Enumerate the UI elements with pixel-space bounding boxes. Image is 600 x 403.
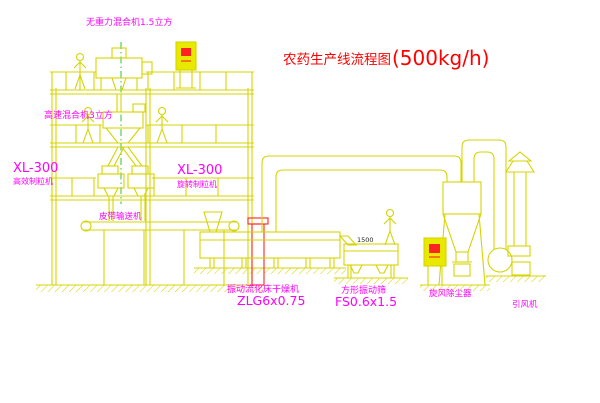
fluid-bed-dryer xyxy=(199,211,341,268)
label-sieve-name: 方形振动筛 xyxy=(341,284,386,296)
worker-figure xyxy=(383,208,397,246)
control-cabinet-right xyxy=(423,237,447,285)
label-gravity-mixer: 无重力混合机1.5立方 xyxy=(86,16,172,28)
label-high-speed-mixer: 高速混合机3立方 xyxy=(44,109,113,121)
label-belt-conveyor: 皮带输送机 xyxy=(99,211,142,222)
y-chute-left xyxy=(107,146,125,167)
gravity-mixer xyxy=(95,47,153,112)
dimension-sieve: 1500 xyxy=(357,236,374,244)
label-dryer-model: ZLG6x0.75 xyxy=(237,293,305,308)
label-fan: 引风机 xyxy=(512,299,538,310)
label-granulator-right-name: 旋转制粒机 xyxy=(177,179,217,189)
label-cyclone: 旋风除尘器 xyxy=(429,288,472,299)
granulators xyxy=(97,165,155,221)
stack-rain-cap xyxy=(504,160,536,173)
diagram-capacity: (500kg/h) xyxy=(392,46,489,70)
outlet-pipe xyxy=(461,139,507,250)
ground-lines xyxy=(36,267,546,292)
cyclone-separator xyxy=(438,181,486,286)
belt-conveyor xyxy=(80,220,240,285)
vibrating-sieve xyxy=(338,235,399,278)
control-cabinet-top xyxy=(175,41,197,89)
label-granulator-left-model: XL-300 xyxy=(13,161,58,176)
y-chute-right xyxy=(120,146,144,167)
induced-draft-fan xyxy=(487,151,536,276)
platform-structure xyxy=(50,71,254,285)
bucket-elevator xyxy=(247,217,269,286)
label-sieve-model: FS0.6x1.5 xyxy=(335,294,397,309)
label-granulator-left-name: 高效制粒机 xyxy=(13,176,53,186)
label-granulator-right-model: XL-300 xyxy=(177,163,222,178)
stack-cap-roof xyxy=(507,151,533,162)
exhaust-duct xyxy=(261,155,462,232)
diagram-title: 农药生产线流程图 xyxy=(283,52,391,68)
label-dryer-name: 振动流化床干燥机 xyxy=(227,283,299,295)
